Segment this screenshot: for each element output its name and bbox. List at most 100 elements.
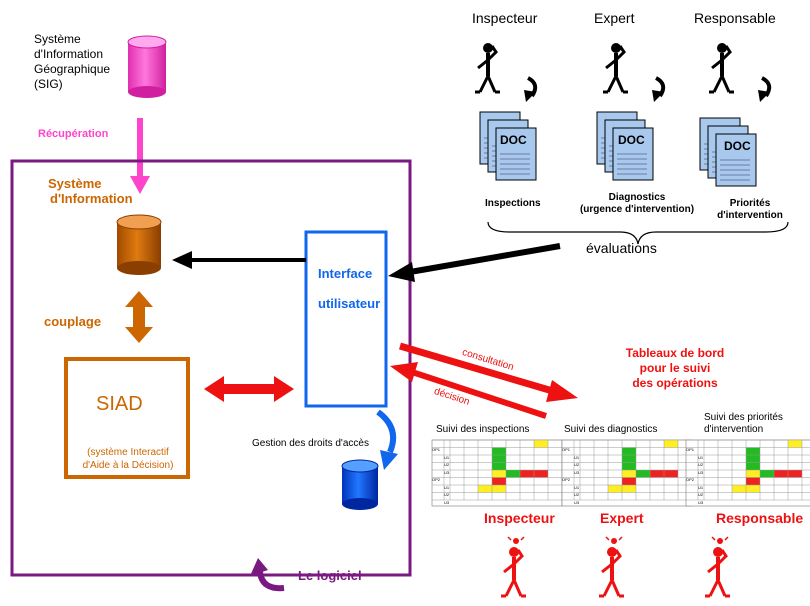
eval-label-line: Diagnostics [608,192,666,203]
dashboard-row-label: OP1 [686,447,695,452]
dashboard-row-label: U3 [444,469,450,475]
doc-label-diagnostics: DOC [618,133,645,147]
dashboard-row-label: U2 [698,462,704,467]
couplage-arrow [125,291,153,343]
eval-label-line: d'intervention [717,210,783,221]
tableaux-line: des opérations [632,376,718,390]
actor-top-figure-icon [603,43,628,94]
evaluations-to-interface-arrow [388,243,561,282]
sig-label: Système d'Information Géographique (SIG) [34,32,110,92]
logiciel-label: Le logiciel [298,568,362,583]
siad-title: SIAD [96,393,143,415]
logiciel-cycle-icon [250,558,285,592]
interface-to-si-arrow [172,251,306,269]
dashboard-row-label: U1 [444,454,450,460]
eval-label-line: (urgence d'intervention) [579,204,695,215]
actor-top-expert: Expert [594,10,635,26]
dashboard-row-label: OP2 [432,477,441,482]
curved-arrow-icon [758,76,772,102]
actor-bottom-figure-icon [599,536,624,598]
doc-label-priorites: DOC [724,139,751,153]
dashboard-row-label: OP2 [562,477,571,482]
dashboard-row-label: U2 [574,462,580,467]
tableaux-line: Tableaux de bord [625,346,725,360]
dashboard-row-label: U1 [574,454,580,460]
dashboard-row-label: OP2 [686,477,695,482]
suivi-inspections-label: Suivi des inspections [436,424,530,435]
dashboard-row-label: U3 [574,499,580,505]
droits-acces-database-icon [341,459,379,510]
document-stack-icon [479,111,537,181]
dashboard-row-label: U3 [444,499,450,505]
dashboard-row-label: U3 [698,469,704,475]
couplage-label: couplage [44,314,102,329]
eval-label-priorites: Priorités d'intervention [710,198,790,222]
interface-box [304,230,388,408]
evaluations-brace [487,221,789,245]
dashboard-table [685,439,810,507]
sig-database-icon [127,35,167,98]
gestion-droits-arrow [376,409,398,470]
siad-subtitle-line: (système Interactif [87,447,169,458]
dashboard-table [431,439,563,507]
evaluations-label: évaluations [586,240,657,256]
interface-label-line2: utilisateur [318,296,381,311]
suivi-priorites-label: Suivi des priorités d'intervention [704,412,783,436]
dashboard-row-label: U1 [574,484,580,490]
suivi-priorites-line: d'intervention [704,424,764,435]
dashboard-row-label: U1 [698,484,704,490]
actor-bottom-inspecteur: Inspecteur [484,510,555,526]
dashboard-row-label: U3 [574,469,580,475]
tableaux-line: pour le suivi [639,361,711,375]
siad-box [64,357,190,479]
eval-label-diagnostics: Diagnostics (urgence d'intervention) [572,192,702,216]
gestion-droits-label: Gestion des droits d'accès [252,438,369,449]
consultation-arrow [399,342,578,402]
systeme-information-line: d'Information [50,191,133,206]
suivi-diagnostics-label: Suivi des diagnostics [564,424,658,435]
systeme-information-database-icon [116,214,162,275]
dashboard-row-label: U2 [698,492,704,497]
siad-interface-arrow [204,376,294,402]
actor-top-figure-icon [475,43,500,94]
actor-bottom-responsable: Responsable [716,510,804,526]
dashboard-table [561,439,693,507]
dashboard-row-label: U2 [444,492,450,497]
curved-arrow-icon [524,76,538,102]
dashboard-row-label: U2 [574,492,580,497]
actor-top-responsable: Responsable [694,10,776,26]
recuperation-arrow [130,118,150,194]
logiciel-frame [10,159,412,577]
sig-label-line: Système [34,32,81,46]
actor-top-inspecteur: Inspecteur [472,10,538,26]
suivi-priorites-line: Suivi des priorités [704,412,783,423]
dashboard-row-label: U1 [444,484,450,490]
sig-label-line: d'Information [34,47,103,61]
recuperation-label: Récupération [38,128,109,140]
dashboard-row-label: U1 [698,454,704,460]
actor-bottom-figure-icon [501,536,526,598]
sig-label-line: (SIG) [34,77,63,91]
interface-label-line1: Interface [318,266,373,281]
actor-top-figure-icon [709,43,734,94]
dashboard-row-label: U2 [444,462,450,467]
siad-subtitle: (système Interactif d'Aide à la Décision… [73,446,183,472]
curved-arrow-icon [652,76,666,102]
document-stack-icon [596,111,654,181]
dashboard-row-label: OP1 [432,447,441,452]
actor-bottom-figure-icon [705,536,730,598]
doc-label-inspections: DOC [500,133,527,147]
systeme-information-line: Système [48,176,102,191]
document-stack-icon [699,117,757,187]
dashboard-row-label: OP1 [562,447,571,452]
sig-label-line: Géographique [34,62,111,76]
siad-subtitle-line: d'Aide à la Décision) [82,460,174,471]
systeme-information-label: Système d'Information [48,176,133,206]
dashboard-row-label: U3 [698,499,704,505]
eval-label-inspections: Inspections [485,198,541,209]
actor-bottom-expert: Expert [600,510,644,526]
decision-arrow [390,362,547,419]
eval-label-line: Priorités [729,198,771,209]
tableaux-label: Tableaux de bord pour le suivi des opéra… [616,346,734,391]
